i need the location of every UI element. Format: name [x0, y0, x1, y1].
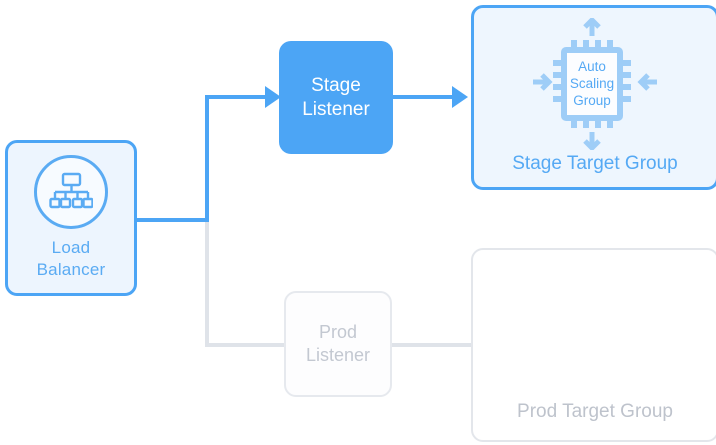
node-prod-target-group[interactable]: Prod Target Group [471, 248, 716, 442]
prod-target-group-label: Prod Target Group [517, 401, 673, 422]
asg-text-line1: Auto [578, 59, 606, 74]
prod-listener-label: Prod Listener [306, 321, 370, 367]
connector-prod-listener-to-prod-target-group [390, 343, 473, 347]
connector-lb-outgoing-horizontal [135, 218, 209, 222]
connector-lb-to-prod-listener-vertical [205, 218, 209, 347]
stage-target-group-label: Stage Target Group [512, 153, 678, 174]
load-balancer-label-line2: Balancer [36, 260, 106, 279]
asg-text-line2: Scaling [570, 76, 614, 91]
arrowhead-to-stage-listener [265, 86, 281, 108]
node-prod-listener[interactable]: Prod Listener [284, 291, 392, 397]
node-stage-listener[interactable]: Stage Listener [279, 41, 393, 154]
stage-listener-label: Stage Listener [302, 74, 370, 122]
node-stage-target-group[interactable]: Auto Scaling Group Stage Target Group [471, 5, 716, 190]
asg-text-line3: Group [573, 93, 611, 108]
load-balancer-label-line1: Load [51, 238, 91, 257]
connector-stage-listener-to-stage-target-group [393, 95, 455, 99]
arrowhead-to-stage-target-group [452, 86, 468, 108]
prod-listener-label-line1: Prod [318, 322, 357, 342]
stage-listener-label-line2: Listener [302, 98, 370, 120]
node-load-balancer[interactable]: Load Balancer [5, 140, 137, 296]
auto-scaling-group-chip-icon: Auto Scaling Group [531, 18, 659, 150]
prod-listener-label-line2: Listener [305, 345, 371, 365]
load-balancer-hierarchy-icon [34, 155, 108, 229]
connector-lb-to-prod-listener-horizontal [205, 343, 286, 347]
connector-lb-to-stage-listener-horizontal [205, 95, 277, 99]
stage-listener-label-line1: Stage [311, 74, 361, 96]
connector-lb-to-stage-listener-vertical [205, 95, 209, 222]
load-balancer-label: Load Balancer [37, 237, 106, 281]
